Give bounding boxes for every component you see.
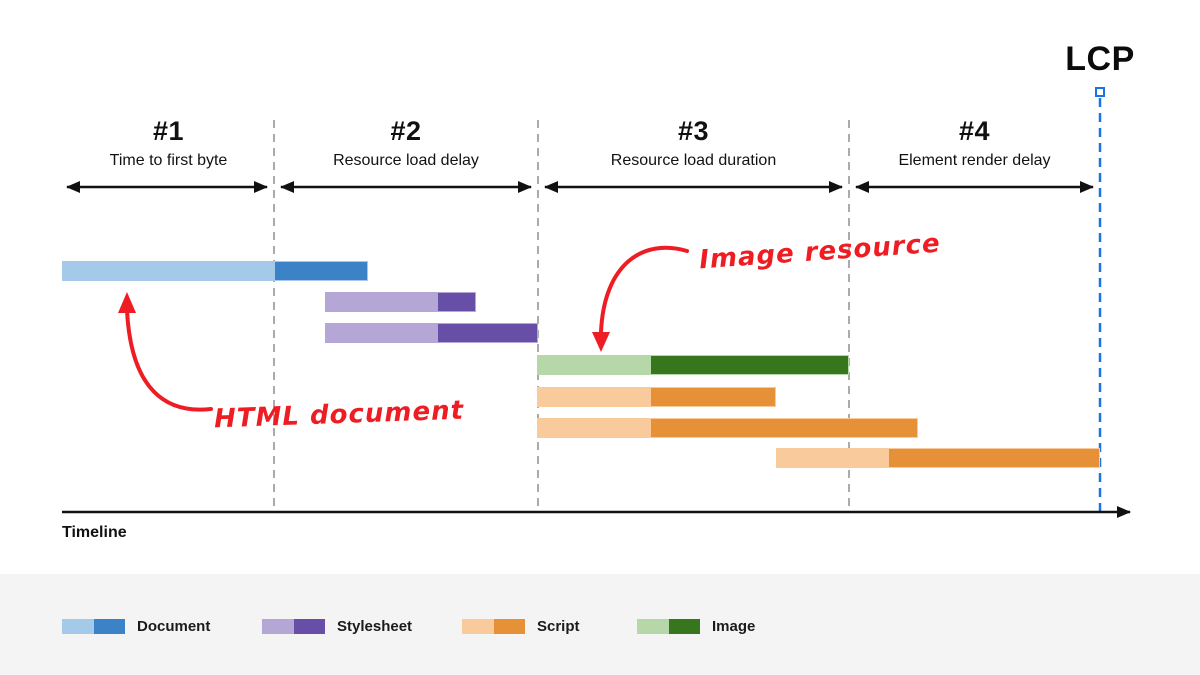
legend-item-image: Image: [637, 618, 755, 635]
document-light-swatch: [62, 619, 94, 634]
bar-script-light: [537, 418, 650, 438]
bar-stylesheet-dark: [437, 292, 476, 312]
legend-label-stylesheet: Stylesheet: [337, 618, 413, 635]
phase-2-number: #2: [390, 116, 422, 146]
image-swatch-icon: [637, 619, 700, 634]
html-document-arrow: [118, 292, 213, 412]
legend-label-script: Script: [537, 618, 580, 635]
image-resource-arrow: [592, 245, 689, 352]
script-swatch-icon: [462, 619, 525, 634]
phase-4-label: Element render delay: [898, 152, 1051, 169]
bar-stylesheet-light: [325, 292, 437, 312]
annotation-image-resource: Image resource: [698, 228, 942, 276]
phase-2-label: Resource load delay: [333, 152, 479, 169]
bar-document-light: [62, 261, 274, 281]
bar-script-dark: [888, 448, 1100, 468]
phase-1-label: Time to first byte: [109, 152, 228, 169]
document-dark-swatch: [93, 619, 125, 634]
legend-footer: Document Stylesheet Script Image: [0, 574, 1200, 675]
phase-1-number: #1: [152, 116, 185, 146]
phase-1-header: #1 Time to first byte: [63, 116, 274, 170]
stylesheet-swatch-icon: [262, 619, 325, 634]
phase-4-number: #4: [958, 116, 991, 146]
bar-image-dark: [650, 355, 849, 375]
bar-document-dark: [274, 261, 368, 281]
script-dark-swatch: [493, 619, 525, 634]
bar-stylesheet-light: [325, 323, 437, 343]
stylesheet-dark-swatch: [293, 619, 325, 634]
phase-3-number: #3: [677, 116, 710, 146]
image-light-swatch: [637, 619, 669, 634]
bar-stylesheet-dark: [437, 323, 538, 343]
image-dark-swatch: [668, 619, 700, 634]
bar-script-dark: [650, 418, 918, 438]
lcp-marker-square-icon: [1095, 87, 1105, 97]
phase-3-header: #3 Resource load duration: [538, 116, 849, 170]
legend-item-document: Document: [62, 618, 210, 635]
phase-4-header: #4 Element render delay: [849, 116, 1100, 170]
timeline-label: Timeline: [62, 524, 127, 541]
phase-3-label: Resource load duration: [610, 152, 777, 169]
legend-label-image: Image: [712, 618, 756, 635]
annotation-html-document: HTML document: [213, 395, 465, 435]
document-swatch-icon: [62, 619, 125, 634]
bar-image-light: [537, 355, 650, 375]
script-light-swatch: [462, 619, 494, 634]
phase-2-header: #2 Resource load delay: [274, 116, 538, 170]
bar-script-light: [776, 448, 888, 468]
legend-item-script: Script: [462, 618, 580, 635]
legend-item-stylesheet: Stylesheet: [262, 618, 412, 635]
bar-script-light: [537, 387, 650, 407]
bar-script-dark: [650, 387, 776, 407]
legend-label-document: Document: [137, 618, 211, 635]
stylesheet-light-swatch: [262, 619, 294, 634]
lcp-title: LCP: [1065, 40, 1135, 78]
